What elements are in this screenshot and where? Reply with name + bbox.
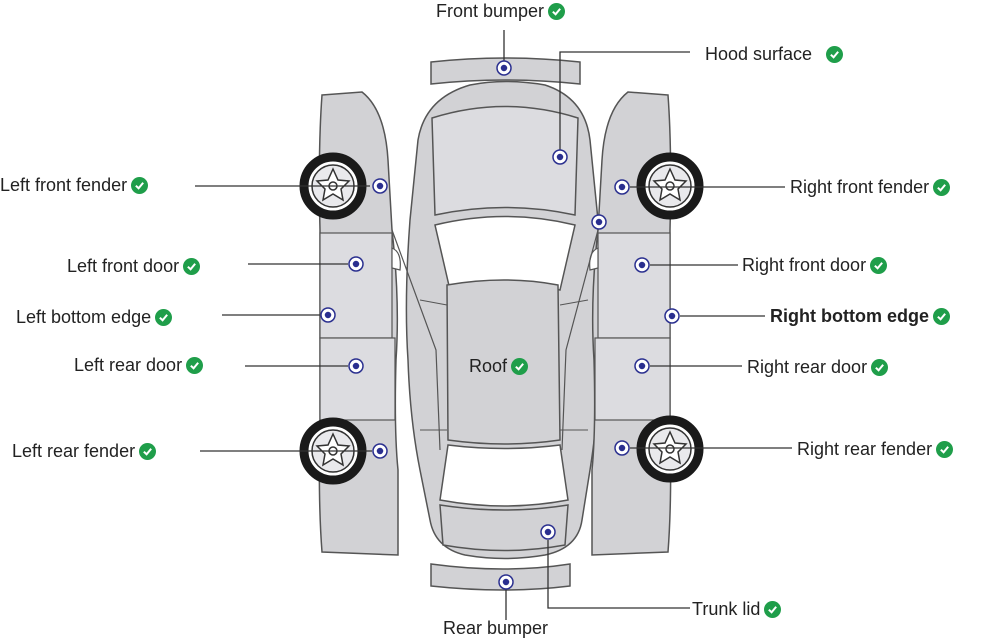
right-front-fender-text: Right front fender	[790, 177, 930, 197]
point-left-bottom-edge	[320, 307, 336, 323]
right-front-door-part	[597, 232, 671, 339]
check-circle-icon	[936, 440, 954, 458]
label-right-rear-fender: Right rear fender	[797, 438, 954, 460]
trunk-part	[439, 504, 569, 552]
rear-bumper-text: Rear bumper	[443, 618, 549, 638]
hood-part	[431, 105, 579, 216]
left-bottom-edge-text: Left bottom edge	[16, 307, 152, 327]
windshield	[434, 215, 576, 291]
check-circle-icon	[186, 356, 204, 374]
check-circle-icon	[155, 308, 173, 326]
label-left-rear-door: Left rear door	[74, 354, 204, 376]
left-front-fender-text: Left front fender	[0, 175, 128, 195]
point-rear-bumper	[498, 574, 514, 590]
left-mirror	[391, 247, 401, 271]
label-left-front-door: Left front door	[67, 255, 201, 277]
left-rear-door-text: Left rear door	[74, 355, 183, 375]
point-left-rear-door	[348, 358, 364, 374]
check-circle-icon	[871, 358, 889, 376]
right-bottom-edge-text: Right bottom edge	[770, 306, 929, 326]
point-right-rear-door	[634, 358, 650, 374]
rear-window	[439, 444, 569, 507]
left-front-door-text: Left front door	[67, 256, 180, 276]
hood-surface-text: Hood surface	[705, 44, 813, 64]
check-circle-icon	[139, 442, 157, 460]
point-windshield-pillar	[591, 214, 607, 230]
left-rear-fender-text: Left rear fender	[12, 441, 136, 461]
label-trunk-lid: Trunk lid	[692, 598, 782, 620]
label-front-bumper: Front bumper	[436, 0, 566, 22]
label-left-bottom-edge: Left bottom edge	[16, 306, 173, 328]
trunk-lid-text: Trunk lid	[692, 599, 761, 619]
label-right-front-door: Right front door	[742, 254, 888, 276]
front-bumper-text: Front bumper	[436, 1, 545, 21]
right-rear-door-part	[594, 337, 671, 421]
left-front-door-part	[319, 232, 393, 339]
label-right-rear-door: Right rear door	[747, 356, 889, 378]
point-trunk	[540, 524, 556, 540]
right-rear-wheel	[641, 420, 699, 478]
roof-part	[446, 279, 561, 445]
check-circle-icon	[932, 307, 950, 325]
label-roof: Roof	[469, 355, 529, 377]
check-circle-icon	[511, 357, 529, 375]
label-left-front-fender: Left front fender	[0, 174, 149, 196]
label-left-rear-fender: Left rear fender	[12, 440, 157, 462]
point-front-bumper	[496, 60, 512, 76]
point-left-rear-fender	[372, 443, 388, 459]
check-circle-icon	[548, 2, 566, 20]
inspection-points	[320, 60, 680, 590]
right-front-wheel	[641, 157, 699, 215]
right-rear-fender-text: Right rear fender	[797, 439, 933, 459]
point-right-front-fender	[614, 179, 630, 195]
point-left-front-door	[348, 256, 364, 272]
label-right-bottom-edge: Right bottom edge	[770, 305, 950, 327]
left-rear-door-part	[319, 337, 396, 421]
label-right-front-fender: Right front fender	[790, 176, 951, 198]
right-front-door-text: Right front door	[742, 255, 867, 275]
check-circle-icon	[933, 178, 951, 196]
point-right-front-door	[634, 257, 650, 273]
label-rear-bumper: Rear bumper	[443, 617, 548, 639]
check-circle-icon	[870, 256, 888, 274]
check-circle-icon	[131, 176, 149, 194]
point-left-front-fender	[372, 178, 388, 194]
point-right-rear-fender	[614, 440, 630, 456]
point-hood	[552, 149, 568, 165]
right-rear-door-text: Right rear door	[747, 357, 868, 377]
check-circle-icon	[764, 600, 782, 618]
check-circle-icon	[183, 257, 201, 275]
label-hood-surface: Hood surface	[705, 43, 844, 65]
roof-text: Roof	[469, 356, 508, 376]
check-circle-icon	[826, 45, 844, 63]
point-right-bottom-edge	[664, 308, 680, 324]
